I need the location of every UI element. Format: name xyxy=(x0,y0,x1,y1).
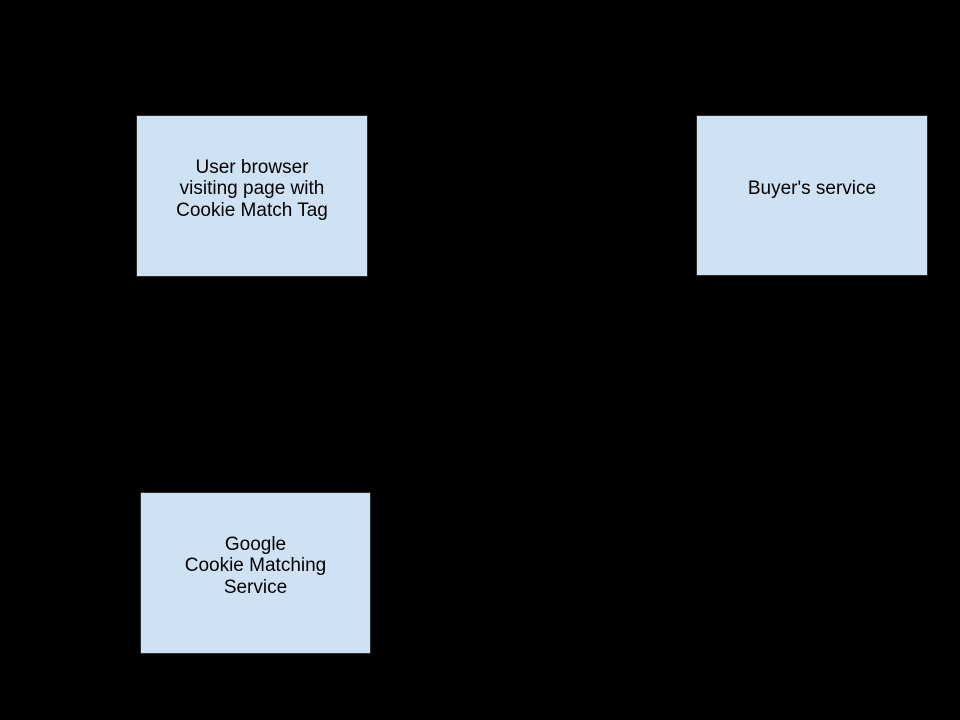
node-buyers-service-label: Buyer's service xyxy=(748,178,876,200)
node-buyers-service: Buyer's service xyxy=(696,115,928,276)
node-user-browser-line-3: Cookie Match Tag xyxy=(176,199,328,221)
node-google-cms-line-2: Cookie Matching xyxy=(184,555,327,577)
node-user-browser: User browser visiting page with Cookie M… xyxy=(136,115,368,277)
node-user-browser-line-2: visiting page with xyxy=(179,178,325,200)
node-buyers-service-line-1: Buyer's service xyxy=(747,177,877,199)
node-google-cookie-matching-service: Google Cookie Matching Service xyxy=(140,492,371,654)
node-google-cms-line-1: Google xyxy=(224,533,287,555)
node-google-cms-label: Google Cookie Matching Service xyxy=(185,534,327,599)
node-google-cms-line-3: Service xyxy=(223,576,288,598)
node-user-browser-label: User browser visiting page with Cookie M… xyxy=(176,157,328,222)
node-user-browser-line-1: User browser xyxy=(195,156,309,178)
